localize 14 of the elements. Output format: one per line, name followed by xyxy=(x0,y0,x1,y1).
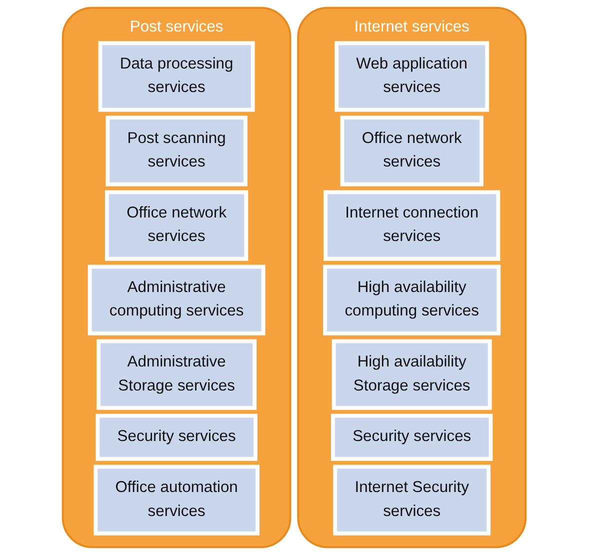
node-box: High availability computing services xyxy=(323,264,501,336)
node-box: Internet connection services xyxy=(324,190,500,261)
node-box: Data processing services xyxy=(98,41,256,112)
node-box: High availability Storage services xyxy=(332,339,492,410)
node-box: Web application services xyxy=(334,41,490,112)
node-box: Post scanning services xyxy=(106,116,248,186)
node-box: Security services xyxy=(96,414,258,461)
node-box: Administrative computing services xyxy=(88,264,266,336)
node-box: Administrative Storage services xyxy=(96,339,257,410)
node-box: Internet Security services xyxy=(333,464,491,536)
node-box: Security services xyxy=(331,414,493,461)
node-box: Office network services xyxy=(340,116,484,186)
node-box: Office network services xyxy=(105,190,248,261)
node-box: Office automation services xyxy=(94,464,260,536)
